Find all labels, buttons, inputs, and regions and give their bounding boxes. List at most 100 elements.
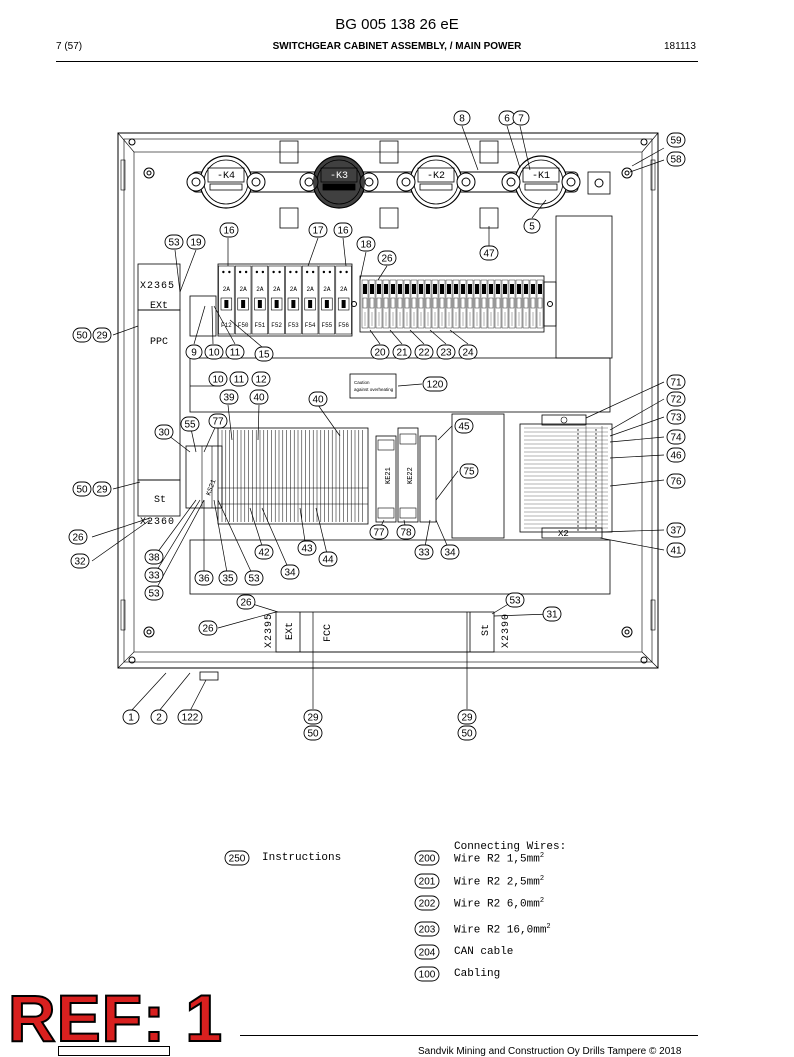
- svg-text:37: 37: [670, 526, 682, 537]
- svg-text:6: 6: [504, 114, 510, 125]
- callout-1: 1: [122, 709, 140, 725]
- svg-text:19: 19: [190, 238, 202, 249]
- callout-53: 53: [164, 234, 184, 250]
- legend-item-superscript: 2: [539, 875, 545, 883]
- svg-text:18: 18: [360, 240, 372, 251]
- svg-text:22: 22: [418, 348, 430, 359]
- svg-text:33: 33: [418, 548, 430, 559]
- svg-text:44: 44: [322, 555, 334, 566]
- label-x2: X2: [558, 529, 569, 539]
- callout-30: 30: [154, 424, 174, 440]
- svg-text:74: 74: [670, 433, 682, 444]
- svg-text:40: 40: [253, 393, 265, 404]
- callout-40: 40: [249, 389, 269, 405]
- callout-74: 74: [666, 429, 686, 445]
- callout-50: 50: [72, 481, 92, 497]
- svg-text:1: 1: [128, 713, 134, 724]
- caution-sticker: [349, 373, 397, 399]
- lower-cable-duct: [189, 539, 611, 595]
- svg-text:10: 10: [212, 375, 224, 386]
- svg-text:11: 11: [230, 348, 241, 359]
- callout-2: 2: [150, 709, 168, 725]
- svg-text:47: 47: [483, 249, 495, 260]
- relay-ke22: [397, 427, 419, 523]
- breaker-rating: 2A: [340, 286, 348, 293]
- callout-16: 16: [333, 222, 353, 238]
- cabinet-inner-frame: [123, 138, 653, 663]
- svg-text:46: 46: [670, 451, 682, 462]
- page-number: 7 (57): [56, 41, 83, 52]
- svg-text:201: 201: [419, 877, 436, 888]
- legend-item-200: Wire R2 1,5mm2: [454, 852, 544, 866]
- callout-45: 45: [454, 418, 474, 434]
- callout-46: 46: [666, 447, 686, 463]
- label-fcc: FCC: [323, 624, 334, 642]
- svg-text:12: 12: [255, 375, 267, 386]
- contactor-label: -K2: [427, 171, 445, 182]
- svg-text:45: 45: [458, 422, 470, 433]
- svg-text:30: 30: [158, 428, 170, 439]
- svg-text:122: 122: [182, 713, 199, 724]
- leader-lines: [91, 125, 665, 712]
- svg-text:16: 16: [337, 226, 349, 237]
- document-id: BG 005 138 26 eE: [335, 16, 459, 33]
- svg-text:200: 200: [419, 854, 436, 865]
- ref-stamp: REF: 1: [7, 981, 224, 1055]
- callout-250: 250: [224, 850, 250, 866]
- callout-72: 72: [666, 391, 686, 407]
- svg-text:53: 53: [509, 596, 521, 607]
- callout-202: 202: [414, 895, 440, 911]
- callout-39: 39: [219, 389, 239, 405]
- callout-29: 29: [92, 327, 112, 343]
- callout-35: 35: [218, 570, 238, 586]
- callout-5: 5: [523, 218, 541, 234]
- svg-text:38: 38: [148, 553, 160, 564]
- svg-text:5: 5: [529, 222, 535, 233]
- callout-41: 41: [666, 542, 686, 558]
- terminal-strip-x2: [524, 426, 608, 531]
- svg-text:17: 17: [312, 226, 324, 237]
- callout-122: 122: [177, 709, 203, 725]
- callout-26: 26: [377, 250, 397, 266]
- contactor-label: -K1: [532, 171, 550, 182]
- breaker-name: F50: [238, 322, 249, 329]
- callout-42: 42: [254, 544, 274, 560]
- caution-line-2: against overheating: [354, 387, 394, 392]
- label-ppc: PPC: [150, 337, 168, 348]
- svg-text:8: 8: [459, 114, 465, 125]
- callout-24: 24: [458, 344, 478, 360]
- small-terminal-group: [185, 445, 223, 509]
- callout-77: 77: [369, 524, 389, 540]
- callout-47: 47: [479, 245, 499, 261]
- svg-text:78: 78: [400, 528, 412, 539]
- legend-item-superscript: 2: [546, 923, 551, 931]
- callout-29: 29: [92, 481, 112, 497]
- callout-59: 59: [666, 132, 686, 148]
- document-date: 181113: [664, 41, 696, 52]
- main-terminal-block: [217, 427, 369, 525]
- svg-text:53: 53: [168, 238, 180, 249]
- svg-text:9: 9: [191, 348, 197, 359]
- label-x2395: X2395: [264, 613, 275, 648]
- contactor-label: -K4: [217, 171, 235, 182]
- contactor-k1: -K1: [501, 155, 581, 209]
- callout-26: 26: [68, 529, 88, 545]
- svg-text:58: 58: [670, 155, 682, 166]
- callout-76: 76: [666, 473, 686, 489]
- svg-text:23: 23: [440, 348, 452, 359]
- legend-instructions: Instructions: [262, 852, 342, 864]
- callout-12: 12: [251, 371, 271, 387]
- callout-37: 37: [666, 522, 686, 538]
- callout-29: 29: [303, 709, 323, 725]
- svg-text:40: 40: [312, 395, 324, 406]
- callout-22: 22: [414, 344, 434, 360]
- svg-text:26: 26: [202, 624, 214, 635]
- legend-item-201: Wire R2 2,5mm2: [454, 875, 544, 889]
- svg-text:26: 26: [381, 254, 393, 265]
- legend-item-text: Wire R2 2,5mm: [454, 876, 540, 889]
- callout-200: 200: [414, 850, 440, 866]
- callout-26: 26: [198, 620, 218, 636]
